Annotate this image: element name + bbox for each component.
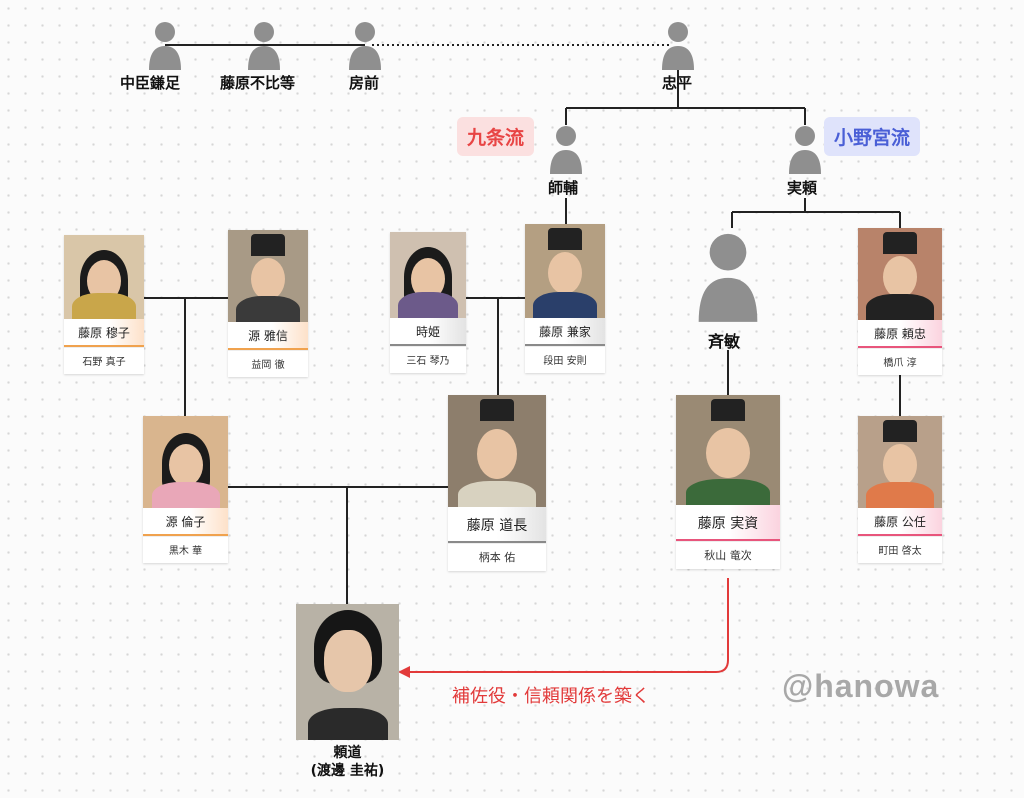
role-name: 藤原 実資 xyxy=(676,505,780,541)
person-icon xyxy=(149,22,181,70)
role-name: 藤原 兼家 xyxy=(525,318,605,346)
role-name: 藤原 頼忠 xyxy=(858,320,942,348)
portrait-masanobu xyxy=(228,230,308,322)
actor-yorimichi: (渡邊 圭祐) xyxy=(310,763,385,779)
branch-label-kujo: 九条流 xyxy=(457,117,535,156)
portrait-yorimichi xyxy=(296,604,399,740)
person-icon xyxy=(349,22,381,70)
person-fusasaki xyxy=(337,20,393,70)
actor-name: 橋爪 淳 xyxy=(858,348,942,375)
actor-name: 三石 琴乃 xyxy=(390,346,466,373)
person-kamatari xyxy=(137,20,193,70)
person-tadahira xyxy=(650,20,706,70)
actor-name: 町田 啓太 xyxy=(858,536,942,563)
role-name: 時姫 xyxy=(390,318,466,346)
person-icon xyxy=(248,22,280,70)
person-icon xyxy=(789,126,821,174)
name-tadatoshi: 斉敏 xyxy=(708,332,741,351)
name-tadahira: 忠平 xyxy=(662,74,693,92)
branch-label-onomiya: 小野宮流 xyxy=(824,117,921,156)
role-name: 藤原 穆子 xyxy=(64,319,144,347)
person-fuhito xyxy=(236,20,292,70)
actor-name: 柄本 佑 xyxy=(448,543,546,571)
actor-name: 黒木 華 xyxy=(143,536,228,563)
card-tokihime: 時姫 三石 琴乃 xyxy=(390,232,466,373)
card-yoritada: 藤原 頼忠 橋爪 淳 xyxy=(858,228,942,375)
card-masanobu: 源 雅信 益岡 徹 xyxy=(228,230,308,377)
actor-name: 益岡 徹 xyxy=(228,350,308,377)
name-yorimichi: 頼道 xyxy=(333,745,362,761)
role-name: 藤原 公任 xyxy=(858,508,942,536)
role-name: 源 倫子 xyxy=(143,508,228,536)
portrait-kinto xyxy=(858,416,942,508)
actor-name: 秋山 竜次 xyxy=(676,541,780,569)
card-michinaga: 藤原 道長 柄本 佑 xyxy=(448,395,546,571)
relation-note: 補佐役・信頼関係を築く xyxy=(452,686,650,707)
yorimichi-label: 頼道 (渡邊 圭祐) xyxy=(296,744,399,780)
portrait-michinaga xyxy=(448,395,546,507)
watermark: @hanowa xyxy=(782,668,940,704)
name-fusasaki: 房前 xyxy=(349,74,380,92)
card-rinshi: 源 倫子 黒木 華 xyxy=(143,416,228,563)
person-icon xyxy=(550,126,582,174)
name-saneyori: 実頼 xyxy=(787,179,818,197)
card-bokushi: 藤原 穆子 石野 真子 xyxy=(64,235,144,374)
portrait-bokushi xyxy=(64,235,144,319)
person-tadatoshi xyxy=(690,230,766,322)
name-kamatari: 中臣鎌足 xyxy=(120,74,181,92)
role-name: 藤原 道長 xyxy=(448,507,546,543)
name-fuhito: 藤原不比等 xyxy=(220,74,296,92)
actor-name: 石野 真子 xyxy=(64,347,144,374)
portrait-sanesuke xyxy=(676,395,780,505)
card-kaneie: 藤原 兼家 段田 安則 xyxy=(525,224,605,373)
portrait-yoritada xyxy=(858,228,942,320)
role-name: 源 雅信 xyxy=(228,322,308,350)
person-icon xyxy=(698,233,758,322)
portrait-rinshi xyxy=(143,416,228,508)
person-saneyori xyxy=(777,124,833,174)
card-sanesuke: 藤原 実資 秋山 竜次 xyxy=(676,395,780,569)
person-icon xyxy=(662,22,694,70)
portrait-tokihime xyxy=(390,232,466,318)
person-morosuke xyxy=(538,124,594,174)
actor-name: 段田 安則 xyxy=(525,346,605,373)
card-kinto: 藤原 公任 町田 啓太 xyxy=(858,416,942,563)
name-morosuke: 師輔 xyxy=(548,179,579,197)
portrait-kaneie xyxy=(525,224,605,318)
